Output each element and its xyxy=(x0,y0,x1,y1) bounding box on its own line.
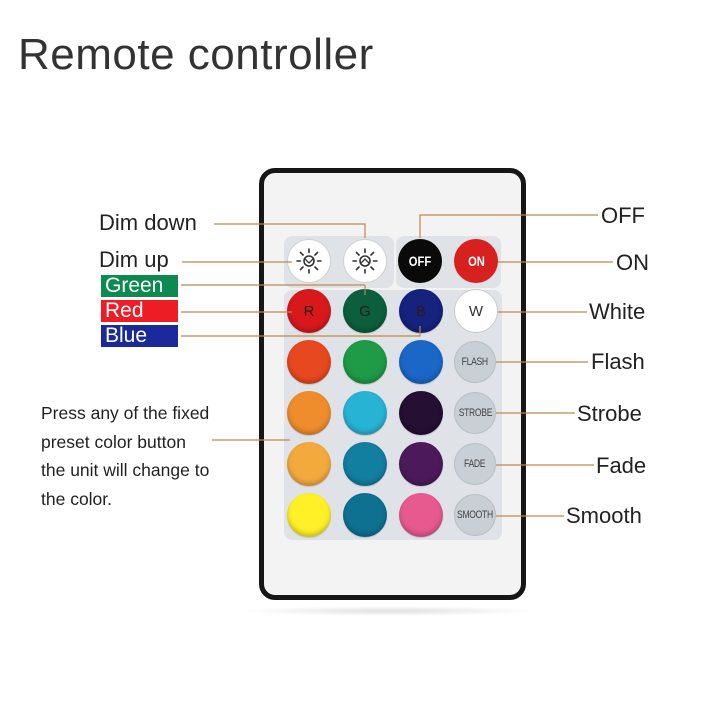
dim-down-leader xyxy=(214,223,366,238)
note-line: preset color button xyxy=(41,431,186,452)
red-button[interactable]: R xyxy=(287,289,331,333)
on-label: ON xyxy=(616,250,649,275)
on-button-text: ON xyxy=(467,253,485,269)
dim-up-label: Dim up xyxy=(99,247,169,272)
flash-button[interactable]: FLASH xyxy=(454,341,496,383)
color-button-4[interactable] xyxy=(287,391,331,435)
strobe-label: Strobe xyxy=(577,401,642,426)
color-button-9[interactable] xyxy=(399,442,443,486)
color-button-2[interactable] xyxy=(343,340,387,384)
brightness-up-icon xyxy=(352,248,378,274)
color-button-6[interactable] xyxy=(399,391,443,435)
note-line: the color. xyxy=(41,488,113,509)
off-leader xyxy=(419,214,598,238)
color-button-8[interactable] xyxy=(343,442,387,486)
blue-tag: Blue xyxy=(101,325,178,347)
smooth-label: Smooth xyxy=(566,503,642,528)
fade-label: Fade xyxy=(596,453,647,478)
flash-button-text: FLASH xyxy=(461,356,489,368)
green-tag: Green xyxy=(101,275,178,297)
color-button-7[interactable] xyxy=(287,442,331,486)
off-label: OFF xyxy=(601,203,645,228)
fade-button[interactable]: FADE xyxy=(454,443,496,485)
dim-up-button[interactable] xyxy=(343,239,387,283)
color-button-5[interactable] xyxy=(343,391,387,435)
blue-button[interactable]: B xyxy=(399,289,443,333)
red-tag: Red xyxy=(101,300,178,322)
white-button[interactable]: W xyxy=(454,289,498,333)
dim-down-button[interactable] xyxy=(287,239,331,283)
page-title: Remote controller xyxy=(18,30,374,79)
color-button-3[interactable] xyxy=(399,340,443,384)
strobe-button-text: STROBE xyxy=(458,407,492,419)
color-button-12[interactable] xyxy=(399,493,443,537)
note-line: Press any of the fixed xyxy=(41,403,210,423)
off-button[interactable]: OFF xyxy=(398,239,442,283)
smooth-button-text: SMOOTH xyxy=(457,509,493,521)
blue-leader xyxy=(181,326,421,337)
note-line: the unit will change to xyxy=(41,460,210,480)
flash-label: Flash xyxy=(591,349,645,374)
brightness-down-icon xyxy=(296,248,322,274)
strobe-button[interactable]: STROBE xyxy=(454,392,496,434)
smooth-button[interactable]: SMOOTH xyxy=(454,494,496,536)
off-button-text: OFF xyxy=(408,253,432,269)
shadow xyxy=(240,606,540,616)
color-button-1[interactable] xyxy=(287,340,331,384)
dim-down-label: Dim down xyxy=(99,210,197,235)
green-button[interactable]: G xyxy=(343,289,387,333)
color-button-10[interactable] xyxy=(287,493,331,537)
fade-button-text: FADE xyxy=(464,458,486,470)
color-button-11[interactable] xyxy=(343,493,387,537)
preset-note: Press any of the fixed preset color butt… xyxy=(41,399,261,513)
white-label: White xyxy=(589,299,646,324)
on-button[interactable]: ON xyxy=(454,239,498,283)
